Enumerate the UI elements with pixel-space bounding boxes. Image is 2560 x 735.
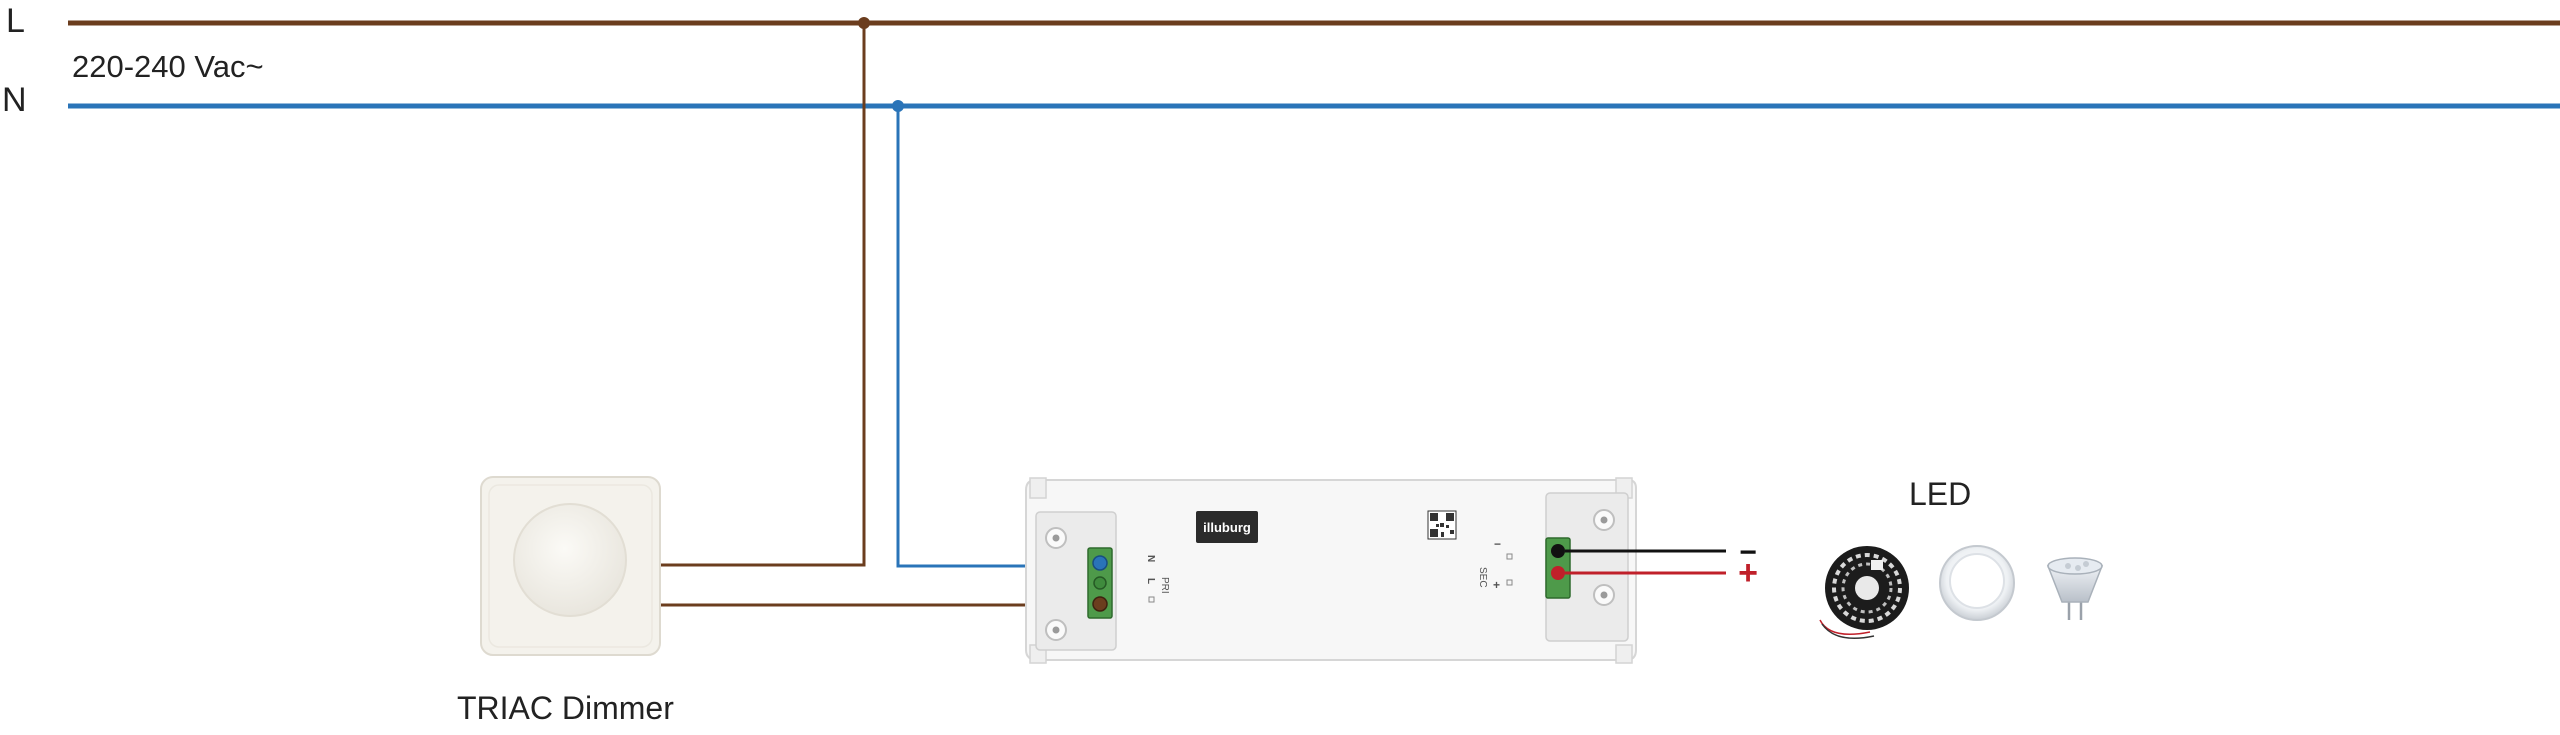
- live-to-dimmer-wire: [660, 23, 866, 567]
- dimmer-knob: [513, 503, 627, 617]
- input-terminal-label-n: N: [1145, 555, 1156, 562]
- input-label: PRI: [1159, 577, 1170, 594]
- led-strip-icon: [1819, 546, 1909, 639]
- live-junction: [858, 17, 870, 29]
- output-label: SEC: [1477, 567, 1488, 588]
- dimmer-label: TRIAC Dimmer: [457, 690, 674, 726]
- triac-dimmer: [480, 476, 661, 656]
- neutral-junction: [892, 100, 904, 112]
- input-terminal-n: [1092, 555, 1108, 571]
- polarity-positive: +: [1738, 554, 1758, 592]
- spot-lamp-icon: [2046, 557, 2104, 620]
- neutral-label: N: [2, 81, 27, 119]
- input-terminal-label-l: L: [1145, 578, 1156, 584]
- downlight-icon: [1939, 545, 2015, 621]
- output-terminal-label-negative: −: [1494, 537, 1501, 551]
- input-terminal-l: [1092, 596, 1108, 612]
- brand-logo-text: illuburg: [1203, 520, 1251, 535]
- load-label: LED: [1909, 476, 1972, 512]
- output-terminal-negative: [1551, 544, 1565, 558]
- brand-logo: [1196, 511, 1258, 543]
- led-driver: illuburg PRI N L SEC − +: [1025, 477, 1637, 664]
- live-label: L: [6, 2, 25, 40]
- voltage-label: 220-240 Vac~: [72, 49, 264, 84]
- output-terminal-label-positive: +: [1493, 578, 1500, 592]
- qr-code: [1427, 510, 1457, 540]
- input-terminal-earth: [1093, 576, 1107, 590]
- polarity-negative: −: [1739, 536, 1757, 569]
- output-terminal-positive: [1551, 566, 1565, 580]
